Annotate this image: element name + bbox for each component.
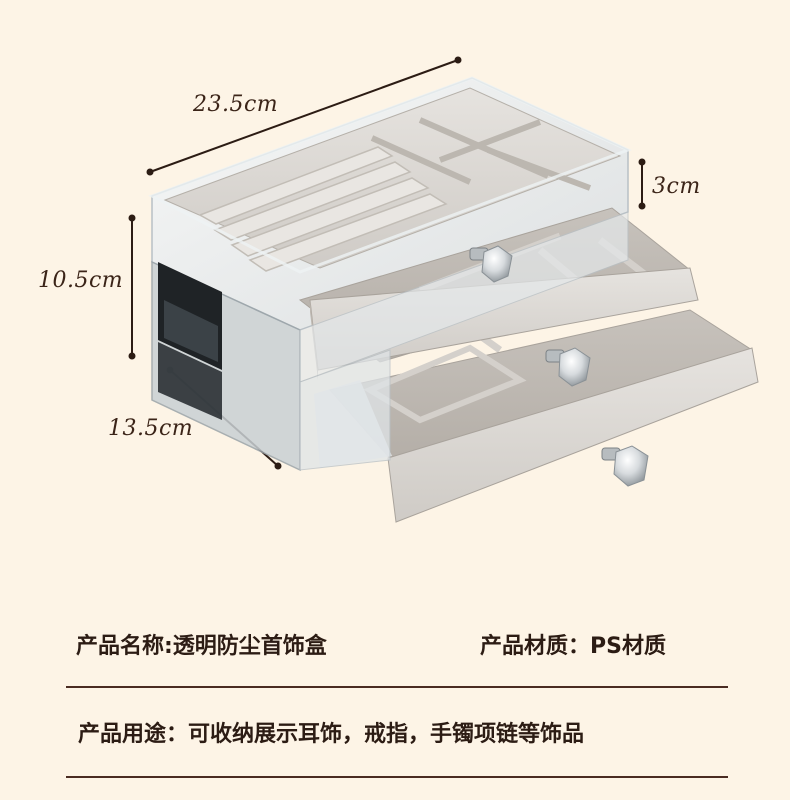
product-usage: 产品用途：可收纳展示耳饰，戒指，手镯项链等饰品	[78, 722, 585, 747]
top-tray	[148, 76, 632, 274]
divider-top	[66, 686, 728, 688]
product-material: 产品材质：PS材质	[480, 634, 666, 659]
drawer-knobs	[469, 245, 649, 487]
tray-dividers	[370, 117, 592, 191]
ring-rolls	[198, 146, 448, 272]
divider-bottom	[66, 776, 728, 778]
drawer-height-label: 3cm	[652, 174, 701, 199]
knob-top	[469, 245, 513, 283]
height-label: 10.5cm	[38, 268, 124, 293]
knob-bottom	[601, 445, 649, 487]
product-name: 产品名称:透明防尘首饰盒	[76, 634, 327, 659]
case-front	[299, 211, 629, 471]
width-label: 23.5cm	[193, 92, 279, 117]
product-illustration	[128, 56, 759, 523]
knob-middle	[545, 347, 591, 387]
depth-label: 13.5cm	[108, 416, 194, 441]
